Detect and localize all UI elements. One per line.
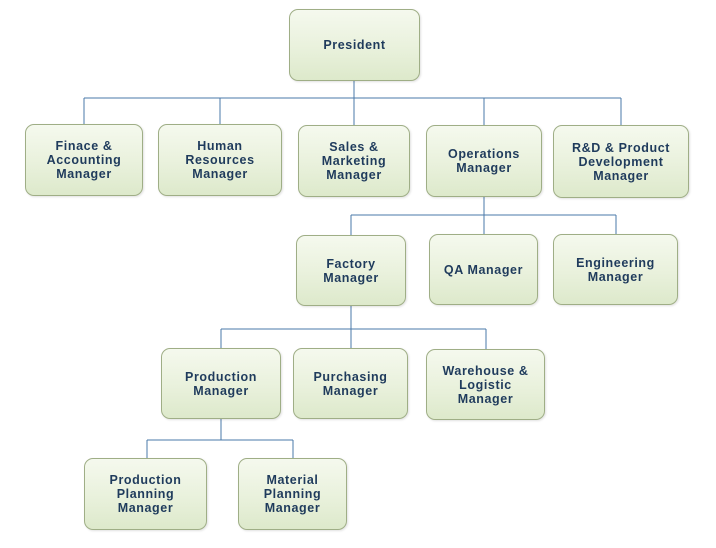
qa-manager-box: QA Manager	[429, 234, 538, 305]
finance-accounting-manager-box: Finace & Accounting Manager	[25, 124, 143, 196]
sales-marketing-manager-box: Sales & Marketing Manager	[298, 125, 410, 197]
human-resources-manager-box: Human Resources Manager	[158, 124, 282, 196]
president-box: President	[289, 9, 420, 81]
purchasing-manager-box: Purchasing Manager	[293, 348, 408, 419]
production-manager-box: Production Manager	[161, 348, 281, 419]
factory-manager-box: Factory Manager	[296, 235, 406, 306]
operations-manager-box: Operations Manager	[426, 125, 542, 197]
engineering-manager-box: Engineering Manager	[553, 234, 678, 305]
production-planning-manager-box: Production Planning Manager	[84, 458, 207, 530]
warehouse-logistic-manager-box: Warehouse & Logistic Manager	[426, 349, 545, 420]
material-planning-manager-box: Material Planning Manager	[238, 458, 347, 530]
rd-product-development-manager-box: R&D & Product Development Manager	[553, 125, 689, 198]
